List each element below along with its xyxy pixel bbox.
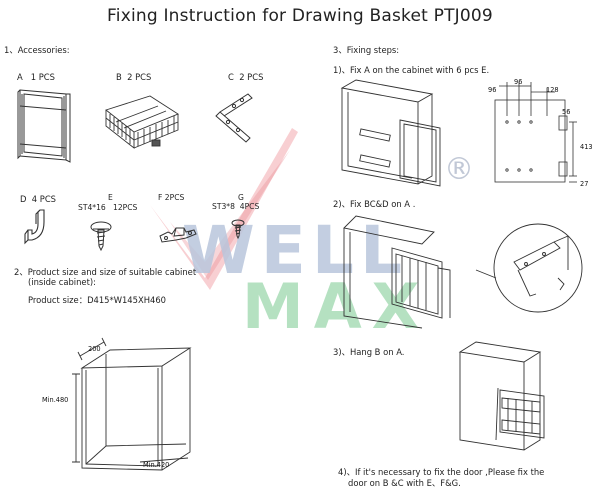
item-e-label: ST4*16 12PCS bbox=[78, 203, 138, 212]
basket-b-icon bbox=[105, 95, 179, 149]
item-a-label: A 1 PCS bbox=[17, 72, 55, 82]
product-heading-line2: (inside cabinet): bbox=[28, 277, 96, 287]
dim-56: 56 bbox=[562, 108, 571, 116]
hook-d-icon bbox=[24, 209, 45, 245]
item-g-letter: G bbox=[238, 193, 244, 202]
cabinet-size-drawing bbox=[72, 337, 192, 471]
frame-a-icon bbox=[17, 89, 71, 163]
item-e-letter: E bbox=[108, 193, 113, 202]
registered-mark: ® bbox=[444, 152, 474, 187]
dim-128: 128 bbox=[546, 86, 559, 94]
step4-text-line1: 4)、If it's necessary to fix the door ,Pl… bbox=[338, 467, 545, 477]
dim-96-b: 96 bbox=[514, 78, 523, 86]
step1-text: 1)、Fix A on the cabinet with 6 pcs E. bbox=[333, 65, 490, 75]
item-f-label: F 2PCS bbox=[158, 193, 185, 202]
accessories-heading: 1、Accessories: bbox=[4, 45, 70, 55]
step1-cabinet-drawing bbox=[340, 79, 441, 187]
item-b-label: B 2 PCS bbox=[116, 72, 152, 82]
item-g-label: ST3*8 4PCS bbox=[212, 202, 260, 211]
dim-width: Min.420 bbox=[143, 461, 170, 469]
clip-f-icon bbox=[159, 227, 197, 243]
watermark-line2: MAX bbox=[242, 270, 430, 343]
page-title: Fixing Instruction for Drawing Basket PT… bbox=[107, 6, 493, 26]
step2-cabinet-drawing bbox=[343, 215, 451, 329]
screw-g-icon bbox=[231, 219, 245, 240]
step1-dimension-detail bbox=[494, 82, 577, 183]
dim-413: 413 bbox=[580, 143, 593, 151]
step2-text: 2)、Fix BC&D on A . bbox=[333, 199, 416, 209]
product-size-text: Product size：D415*W145XH460 bbox=[28, 295, 166, 305]
item-d-label: D 4 PCS bbox=[20, 194, 56, 204]
dim-depth: 200 bbox=[88, 345, 101, 353]
watermark-line1: WELL bbox=[182, 212, 408, 289]
bracket-c-icon bbox=[215, 93, 253, 143]
dim-96-a: 96 bbox=[488, 86, 497, 94]
step2-zoom-detail bbox=[475, 223, 583, 313]
step3-text: 3)、Hang B on A. bbox=[333, 347, 405, 357]
screw-e-icon bbox=[90, 221, 112, 252]
step4-text-line2: door on B &C with E、F&G. bbox=[348, 478, 461, 488]
dim-height: Min.480 bbox=[42, 396, 69, 404]
item-c-label: C 2 PCS bbox=[228, 72, 264, 82]
step3-cabinet-drawing bbox=[458, 341, 545, 451]
dim-27: 27 bbox=[580, 180, 589, 188]
steps-heading: 3、Fixing steps: bbox=[333, 45, 400, 55]
product-heading-line1: 2、Product size and size of suitable cabi… bbox=[14, 267, 197, 277]
